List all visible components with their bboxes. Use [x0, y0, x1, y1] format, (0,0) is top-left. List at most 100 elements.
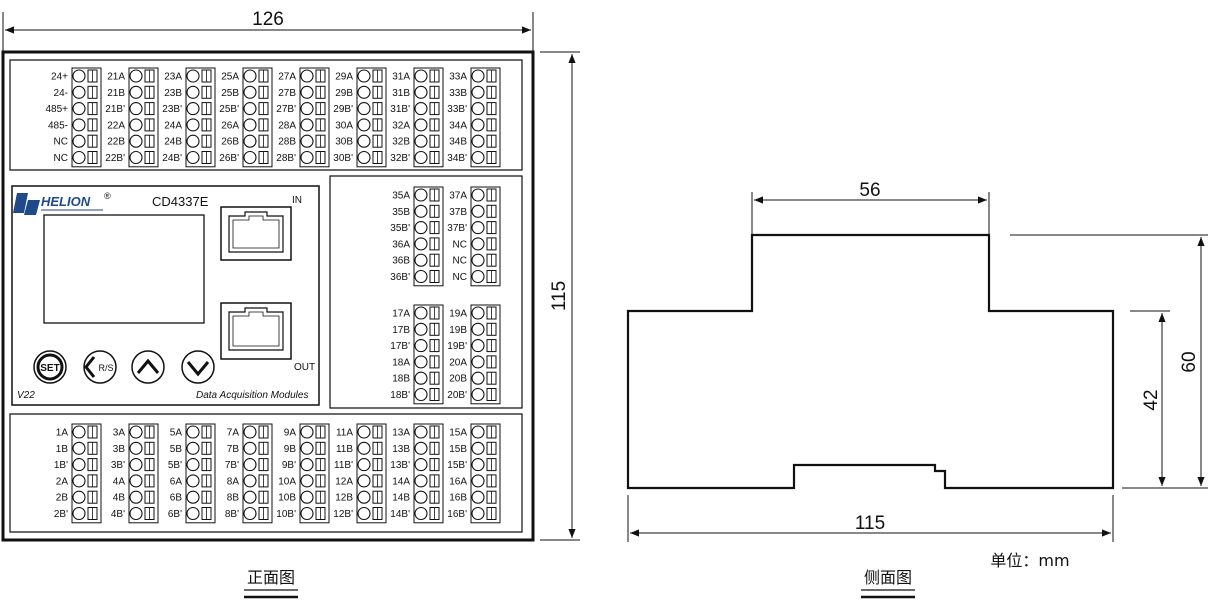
terminal-screw[interactable]: [129, 441, 143, 455]
terminal-screw[interactable]: [186, 150, 200, 165]
terminal-screw[interactable]: [72, 425, 86, 439]
terminal-screw[interactable]: [243, 506, 257, 521]
terminal-screw[interactable]: [243, 150, 257, 165]
terminal-screw[interactable]: [186, 69, 200, 83]
terminal-screw[interactable]: [414, 371, 428, 385]
terminal-screw[interactable]: [129, 69, 143, 83]
set-button[interactable]: SET: [33, 350, 67, 384]
terminal-screw[interactable]: [243, 474, 257, 488]
terminal-screw[interactable]: [414, 102, 428, 116]
terminal-screw[interactable]: [186, 85, 200, 99]
terminal-screw[interactable]: [471, 102, 485, 116]
terminal-screw[interactable]: [186, 441, 200, 455]
terminal-screw[interactable]: [300, 118, 314, 132]
terminal-screw[interactable]: [72, 69, 86, 83]
terminal-screw[interactable]: [186, 134, 200, 148]
terminal-screw[interactable]: [357, 134, 371, 148]
up-button[interactable]: [131, 350, 165, 384]
terminal-screw[interactable]: [357, 441, 371, 455]
terminal-screw[interactable]: [357, 102, 371, 116]
terminal-screw[interactable]: [243, 458, 257, 472]
terminal-screw[interactable]: [471, 387, 485, 402]
terminal-screw[interactable]: [471, 339, 485, 353]
terminal-screw[interactable]: [471, 306, 485, 320]
terminal-screw[interactable]: [414, 355, 428, 369]
terminal-screw[interactable]: [471, 506, 485, 521]
terminal-screw[interactable]: [300, 150, 314, 165]
terminal-screw[interactable]: [186, 506, 200, 521]
terminal-screw[interactable]: [243, 85, 257, 99]
terminal-screw[interactable]: [471, 425, 485, 439]
terminal-screw[interactable]: [186, 458, 200, 472]
terminal-screw[interactable]: [243, 102, 257, 116]
terminal-screw[interactable]: [471, 490, 485, 504]
terminal-screw[interactable]: [471, 150, 485, 165]
terminal-screw[interactable]: [300, 134, 314, 148]
terminal-screw[interactable]: [414, 69, 428, 83]
terminal-screw[interactable]: [471, 269, 485, 284]
terminal-screw[interactable]: [471, 134, 485, 148]
terminal-screw[interactable]: [414, 306, 428, 320]
down-button[interactable]: [181, 350, 215, 384]
terminal-screw[interactable]: [243, 69, 257, 83]
terminal-screw[interactable]: [471, 85, 485, 99]
terminal-screw[interactable]: [357, 490, 371, 504]
terminal-screw[interactable]: [414, 474, 428, 488]
terminal-screw[interactable]: [129, 150, 143, 165]
terminal-screw[interactable]: [357, 425, 371, 439]
rj45-out-port[interactable]: [220, 302, 292, 360]
terminal-screw[interactable]: [414, 425, 428, 439]
terminal-screw[interactable]: [357, 85, 371, 99]
terminal-screw[interactable]: [471, 221, 485, 235]
terminal-screw[interactable]: [129, 490, 143, 504]
terminal-screw[interactable]: [357, 118, 371, 132]
terminal-screw[interactable]: [414, 253, 428, 267]
terminal-screw[interactable]: [186, 490, 200, 504]
terminal-screw[interactable]: [186, 425, 200, 439]
terminal-screw[interactable]: [72, 102, 86, 116]
terminal-screw[interactable]: [471, 69, 485, 83]
terminal-screw[interactable]: [72, 150, 86, 165]
terminal-screw[interactable]: [471, 371, 485, 385]
terminal-screw[interactable]: [300, 506, 314, 521]
terminal-screw[interactable]: [129, 506, 143, 521]
terminal-screw[interactable]: [357, 474, 371, 488]
terminal-screw[interactable]: [357, 506, 371, 521]
terminal-screw[interactable]: [471, 474, 485, 488]
terminal-screw[interactable]: [243, 441, 257, 455]
terminal-screw[interactable]: [243, 118, 257, 132]
rj45-in-port[interactable]: [220, 206, 292, 261]
terminal-screw[interactable]: [414, 134, 428, 148]
terminal-screw[interactable]: [186, 118, 200, 132]
terminal-screw[interactable]: [471, 441, 485, 455]
terminal-screw[interactable]: [186, 102, 200, 116]
terminal-screw[interactable]: [72, 441, 86, 455]
terminal-screw[interactable]: [414, 237, 428, 251]
terminal-screw[interactable]: [129, 474, 143, 488]
terminal-screw[interactable]: [129, 134, 143, 148]
terminal-screw[interactable]: [414, 269, 428, 284]
terminal-screw[interactable]: [243, 134, 257, 148]
terminal-screw[interactable]: [72, 506, 86, 521]
terminal-screw[interactable]: [243, 490, 257, 504]
terminal-screw[interactable]: [471, 204, 485, 218]
terminal-screw[interactable]: [129, 458, 143, 472]
terminal-screw[interactable]: [300, 102, 314, 116]
rs-button[interactable]: R/S: [83, 350, 117, 384]
terminal-screw[interactable]: [72, 85, 86, 99]
terminal-screw[interactable]: [72, 118, 86, 132]
terminal-screw[interactable]: [414, 118, 428, 132]
terminal-screw[interactable]: [72, 490, 86, 504]
terminal-screw[interactable]: [72, 134, 86, 148]
terminal-screw[interactable]: [414, 339, 428, 353]
terminal-screw[interactable]: [243, 425, 257, 439]
terminal-screw[interactable]: [471, 355, 485, 369]
terminal-screw[interactable]: [414, 204, 428, 218]
terminal-screw[interactable]: [300, 69, 314, 83]
terminal-screw[interactable]: [471, 322, 485, 336]
terminal-screw[interactable]: [300, 458, 314, 472]
terminal-screw[interactable]: [129, 85, 143, 99]
terminal-screw[interactable]: [300, 441, 314, 455]
terminal-screw[interactable]: [414, 506, 428, 521]
terminal-screw[interactable]: [129, 425, 143, 439]
